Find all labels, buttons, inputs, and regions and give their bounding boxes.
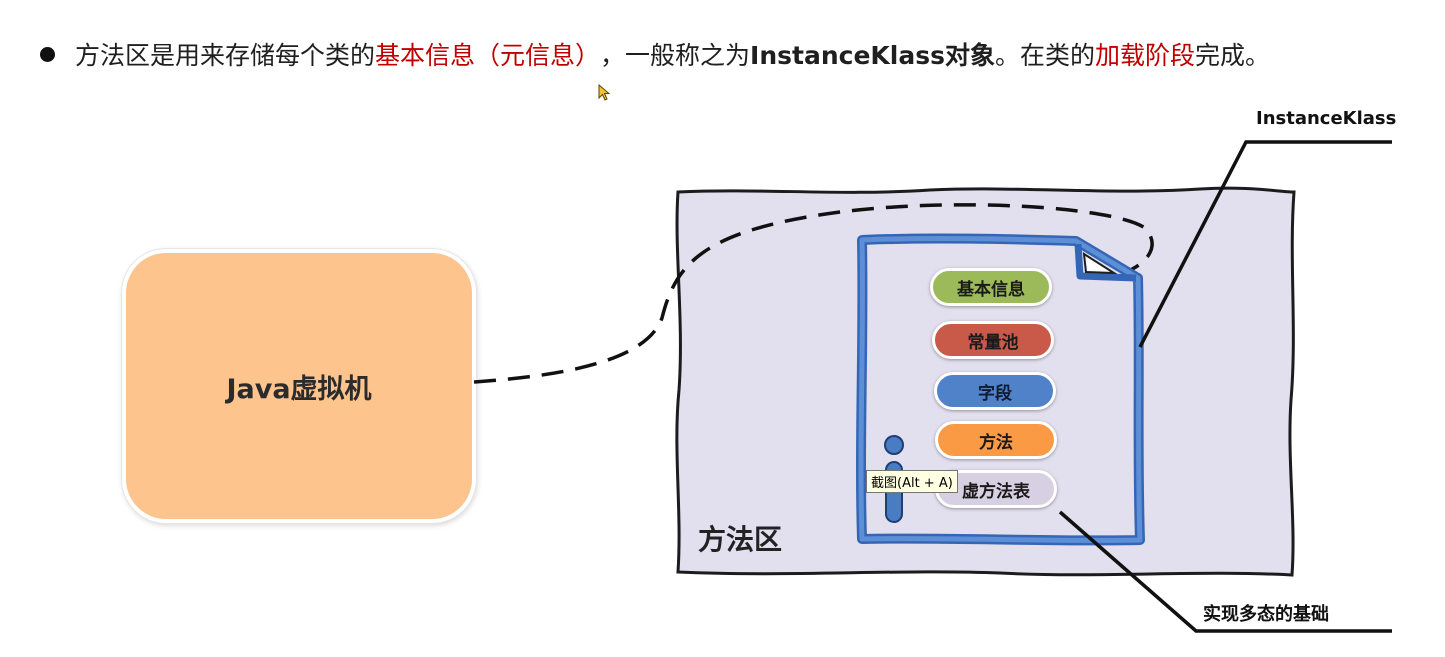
headline-text-3: 。在类的: [995, 41, 1096, 70]
pill-fields-label: 字段: [978, 383, 1012, 404]
headline: 方法区是用来存储每个类的 基本信息（元信息） ，一般称之为 InstanceKl…: [40, 34, 1270, 74]
jvm-box: Java虚拟机: [122, 249, 476, 523]
headline-text-1: 方法区是用来存储每个类的: [75, 41, 376, 70]
headline-text-2: ，一般称之为: [600, 41, 751, 70]
headline-text-4: 完成。: [1195, 41, 1271, 70]
instanceklass-callout-line: [1138, 140, 1392, 348]
bullet-icon: [40, 46, 55, 62]
screenshot-tooltip: 截图(Alt + A): [866, 470, 958, 493]
pill-constant-pool: 常量池: [932, 321, 1054, 359]
headline-highlight-loading: 加载阶段: [1095, 41, 1196, 70]
method-area-label: 方法区: [698, 523, 783, 556]
pill-basic-info-label: 基本信息: [957, 279, 1025, 300]
pill-fields: 字段: [934, 372, 1056, 410]
polymorphism-callout-line: [1058, 510, 1392, 633]
pill-constant-pool-label: 常量池: [967, 332, 1019, 353]
headline-highlight-basic-info: 基本信息（元信息）: [375, 41, 601, 70]
mouse-cursor-icon: [598, 84, 611, 101]
headline-instanceklass: InstanceKlass对象: [750, 41, 995, 70]
pill-methods-label: 方法: [979, 432, 1013, 453]
dashed-connector: [473, 203, 1154, 384]
pill-methods: 方法: [935, 421, 1057, 459]
instanceklass-callout-label: InstanceKlass: [1256, 108, 1397, 129]
polymorphism-callout-label: 实现多态的基础: [1203, 604, 1329, 625]
jvm-label: Java虚拟机: [226, 373, 372, 405]
pill-vtable-label: 虚方法表: [962, 481, 1030, 502]
pill-basic-info: 基本信息: [930, 268, 1052, 306]
